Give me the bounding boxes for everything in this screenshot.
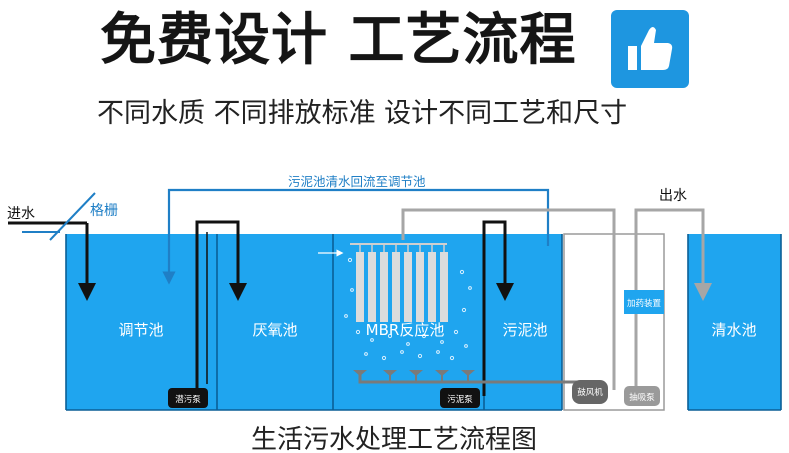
inlet-label: 进水 [7, 206, 35, 222]
sludge-pump-line [482, 220, 514, 396]
thumbs-up-icon [628, 27, 673, 70]
submersible-pump [168, 388, 208, 408]
outlet-label: 出水 [659, 188, 687, 204]
return-label: 污泥池清水回流至调节池 [288, 174, 426, 189]
headline: 免费设计 工艺流程 [100, 8, 577, 73]
suction-pump-label: 抽吸泵 [629, 392, 655, 403]
subtitle: 不同水质 不同排放标准 设计不同工艺和尺寸 [97, 98, 628, 129]
process-flow-diagram: 进水 格栅 出水 污泥池清水回流至调节池 调节池 厌氧池 MBR反应池 污泥池 … [7, 174, 782, 453]
aeration-bubbles [344, 257, 472, 361]
suction-pipe [401, 208, 616, 390]
dosing-unit [624, 290, 664, 314]
screen-label: 格栅 [90, 203, 118, 219]
return-pipe [162, 188, 550, 285]
blower-label: 鼓风机 [577, 387, 603, 398]
dosing-label: 加药装置 [627, 298, 662, 309]
tank-label-regulating: 调节池 [118, 321, 163, 339]
diagram-title: 生活污水处理工艺流程图 [251, 425, 537, 453]
tank-label-anoxic: 厌氧池 [252, 321, 297, 339]
tank-label-sludge: 污泥池 [502, 321, 547, 339]
tank-walls [65, 234, 782, 411]
mbr-membrane-modules [350, 243, 448, 322]
tank-label-clear: 清水池 [711, 321, 756, 339]
submersible-pump-label: 潜污泵 [175, 394, 201, 405]
suction-pump [624, 386, 660, 406]
submersible-pump-line [195, 220, 247, 396]
sludge-pump-label: 污泥泵 [447, 394, 473, 405]
sludge-pump [440, 388, 480, 408]
blower [572, 380, 608, 404]
thumbs-up-button [611, 10, 689, 88]
air-diffusers [353, 370, 475, 382]
tank-label-mbr: MBR反应池 [366, 321, 445, 339]
